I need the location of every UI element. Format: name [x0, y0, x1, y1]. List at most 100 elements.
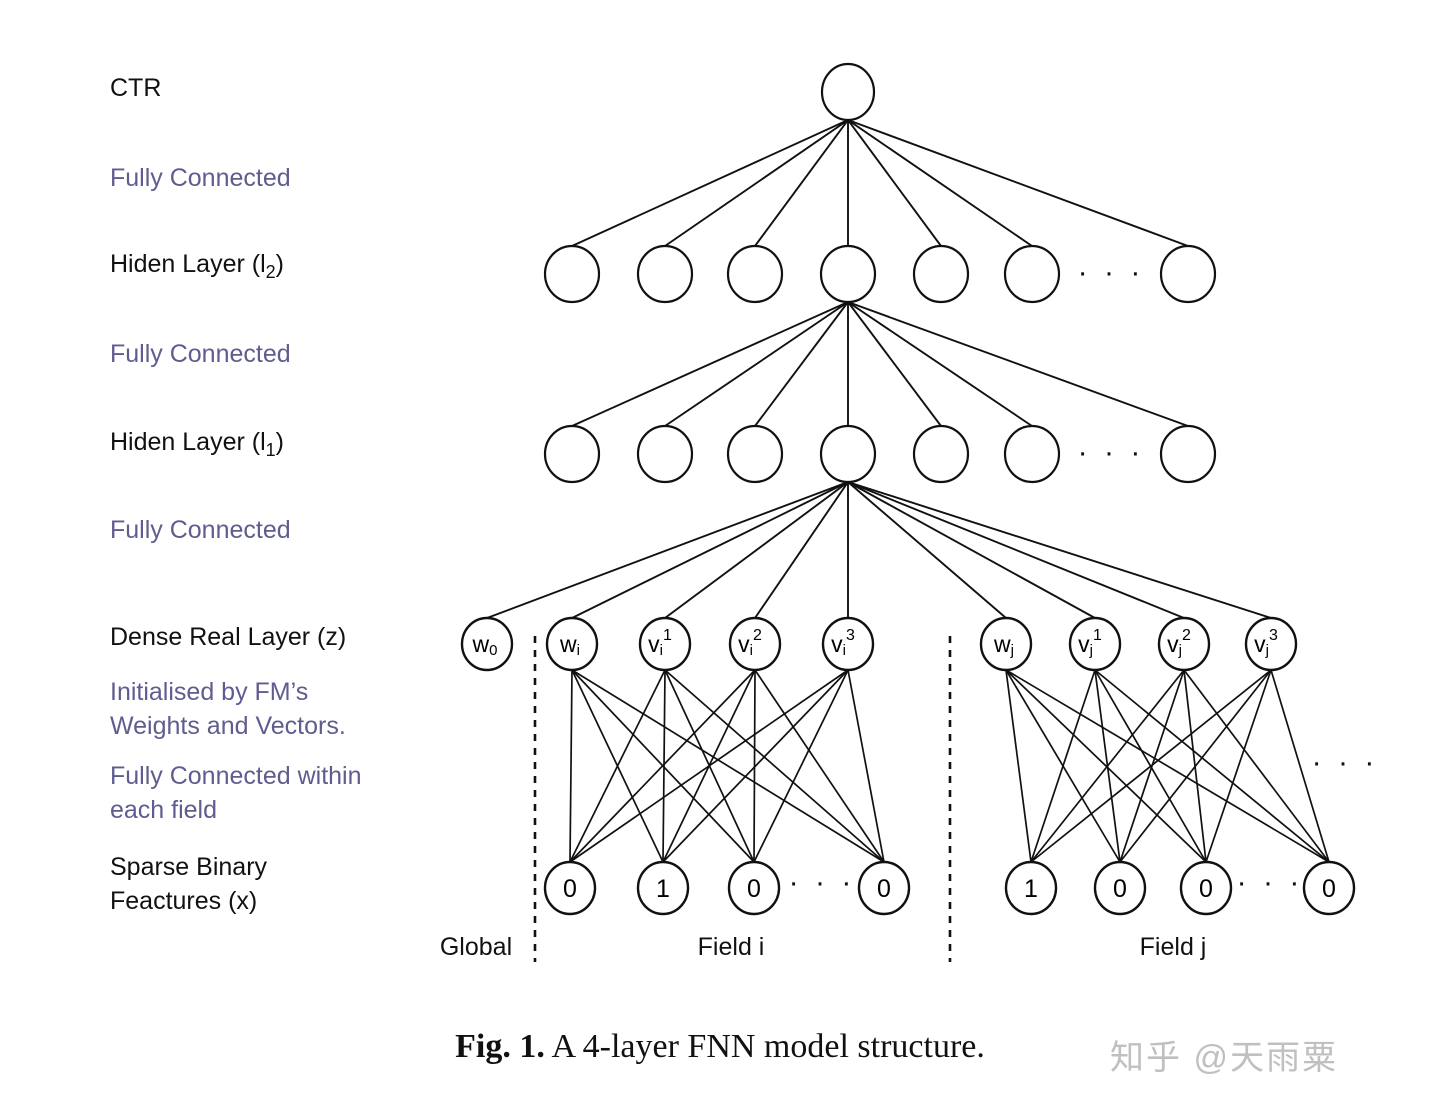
node-value-x-j-2: 0	[1113, 875, 1127, 903]
connection-edge	[754, 481, 849, 619]
node-sparse-x-j-1	[1004, 860, 1058, 916]
node-label-z-w0: w0	[472, 631, 498, 659]
node-label-z-wi: wi	[559, 631, 580, 659]
connection-edge	[662, 669, 666, 863]
node-label-z-vi2: vi2	[738, 627, 762, 659]
node-hidden2-2	[636, 244, 694, 304]
connection-edge	[1005, 669, 1207, 863]
row-label-hidden-1: Hiden Layer (l1)	[110, 428, 284, 460]
node-label-z-vj3: vj3	[1254, 627, 1278, 659]
connection-edge	[1270, 669, 1330, 863]
node-dense-z-wi	[545, 616, 599, 672]
node-hidden2-5	[912, 244, 970, 304]
node-ctr-output	[820, 62, 876, 122]
node-hidden1-2	[636, 424, 694, 484]
dividers-group	[533, 636, 952, 962]
node-sparse-x-j-4	[1302, 860, 1356, 916]
connection-edge	[1005, 669, 1330, 863]
figure-caption: Fig. 1. A 4-layer FNN model structure.	[0, 1028, 1440, 1066]
row-label-init-fm-line1: Initialised by FM’s	[110, 678, 308, 706]
connection-edge	[754, 669, 885, 863]
connection-edge	[754, 119, 849, 247]
group-field-i: Field i	[698, 933, 765, 961]
connection-edge	[571, 669, 885, 863]
connection-edge	[847, 481, 1185, 619]
node-sparse-x-j-3	[1179, 860, 1233, 916]
connection-edge	[847, 669, 885, 863]
row-label-fc-2: Fully Connected	[110, 340, 291, 368]
node-hidden1-4	[819, 424, 877, 484]
node-dense-z-vj1	[1068, 616, 1122, 672]
node-dense-z-w0	[460, 616, 514, 672]
connection-edge	[1094, 669, 1330, 863]
connection-edge	[569, 669, 849, 863]
node-value-x-i-3: 0	[747, 875, 761, 903]
connection-edge	[1030, 669, 1272, 863]
connection-edge	[664, 481, 849, 619]
figure-caption-prefix: Fig. 1.	[455, 1028, 545, 1065]
ellipsis-marks-group: · · ·· · ·· · ·· · ·· · ·	[789, 256, 1375, 899]
node-sparse-x-i-3	[727, 860, 781, 916]
row-label-ctr: CTR	[110, 74, 161, 102]
connection-edge	[664, 119, 849, 247]
node-value-x-j-3: 0	[1199, 875, 1213, 903]
row-label-fc-1: Fully Connected	[110, 516, 291, 544]
connection-edge	[847, 119, 942, 247]
connection-edge	[847, 481, 1007, 619]
node-sparse-x-i-4	[857, 860, 911, 916]
connection-edge	[847, 301, 1033, 427]
row-label-sparse-line1: Sparse Binary	[110, 853, 268, 881]
connection-edge	[1005, 669, 1032, 863]
ellipsis-sparse-1: · · ·	[789, 866, 856, 899]
connection-edge	[662, 669, 849, 863]
connection-edge	[569, 669, 573, 863]
group-global: Global	[440, 933, 512, 961]
node-hidden2-1	[543, 244, 601, 304]
node-sparse-x-i-1	[543, 860, 597, 916]
connection-edge	[1183, 669, 1330, 863]
connection-edge	[753, 669, 849, 863]
node-hidden1-3	[726, 424, 784, 484]
node-sparse-x-j-2	[1093, 860, 1147, 916]
connection-edge	[847, 119, 1189, 247]
connection-edge	[1030, 669, 1185, 863]
ellipsis-sparse-2: · · ·	[1237, 866, 1304, 899]
connection-edge	[664, 669, 885, 863]
row-label-fc-field-line1: Fully Connected within	[110, 762, 362, 790]
edges-group	[486, 119, 1330, 863]
node-value-x-i-4: 0	[877, 875, 891, 903]
connection-edge	[847, 481, 1096, 619]
node-dense-z-vi1	[638, 616, 692, 672]
node-dense-z-vi2	[728, 616, 782, 672]
node-label-z-vj1: vj1	[1078, 627, 1102, 659]
row-label-dense: Dense Real Layer (z)	[110, 623, 346, 651]
connection-edge	[571, 119, 849, 247]
connection-edge	[847, 119, 1033, 247]
connection-edge	[1205, 669, 1272, 863]
node-dense-z-vi3	[821, 616, 875, 672]
ellipsis-hidden1: · · ·	[1078, 436, 1145, 469]
row-label-fc-field-line2: each field	[110, 796, 217, 824]
node-hidden2-3	[726, 244, 784, 304]
node-hidden2-7	[1159, 244, 1217, 304]
node-hidden1-6	[1003, 424, 1061, 484]
connection-edge	[847, 481, 1272, 619]
node-dense-z-wj	[979, 616, 1033, 672]
connection-edge	[664, 301, 849, 427]
node-label-z-vj2: vj2	[1167, 627, 1191, 659]
node-label-z-vi1: vi1	[648, 627, 672, 659]
node-hidden2-4	[819, 244, 877, 304]
connection-edge	[847, 301, 1189, 427]
node-label-z-wj: wj	[993, 631, 1014, 659]
connection-edge	[1030, 669, 1096, 863]
connection-edge	[569, 669, 756, 863]
node-sparse-x-i-2	[636, 860, 690, 916]
connection-edge	[1119, 669, 1272, 863]
node-hidden1-1	[543, 424, 601, 484]
node-label-z-vi3: vi3	[831, 627, 855, 659]
node-value-x-j-1: 1	[1024, 875, 1038, 903]
